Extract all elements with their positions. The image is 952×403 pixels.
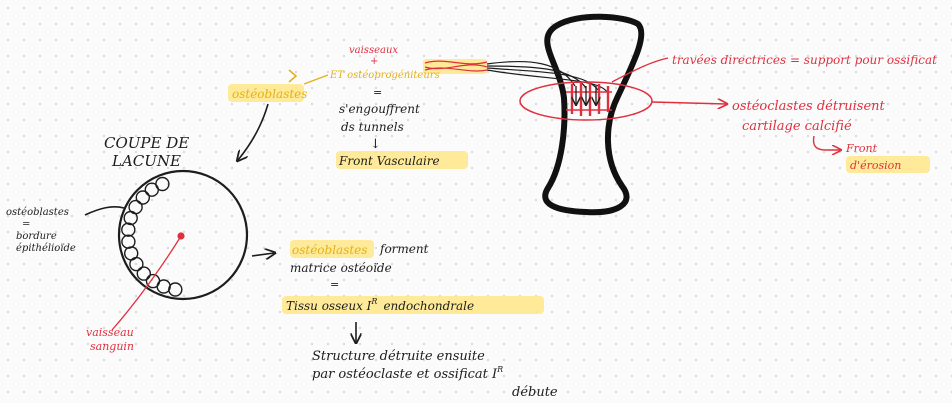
arrow-to-front-erosion xyxy=(814,136,841,150)
lacune-note-line3: bordure xyxy=(16,231,57,242)
osteoblast-cells xyxy=(122,178,182,297)
arrow-to-osteoclastes xyxy=(652,102,726,104)
structure-line1: Structure détruite ensuite xyxy=(312,349,485,364)
arrow-to-lacune xyxy=(238,104,268,160)
osteoblast-cell xyxy=(122,223,135,236)
engouffrent-text: s'engouffrent xyxy=(339,102,420,116)
osteoblast-cell xyxy=(169,283,182,296)
vessels-line3: ET ostéoprogéniteurs xyxy=(329,70,440,81)
forment-text: forment xyxy=(379,242,429,256)
front-erosion-line1: Front xyxy=(845,142,878,155)
osteoclastes-line2: cartilage calcifié xyxy=(742,119,852,134)
travees-text: travées directrices = support pour ossif… xyxy=(672,53,937,67)
tunnels-text: ds tunnels xyxy=(341,120,404,134)
osteoblast-cell xyxy=(122,235,135,248)
structure-line2: par ostéoclaste et ossificat IR xyxy=(312,365,503,382)
osteoblast-cell xyxy=(156,178,169,191)
lacune-note-line2: = xyxy=(22,219,30,230)
front-erosion-line2: d'érosion xyxy=(850,159,901,172)
osteoblast-cell xyxy=(147,275,160,288)
tissu-sup: R xyxy=(370,297,377,306)
pointer-travees xyxy=(612,58,668,82)
vessel-label-line1: vaisseau xyxy=(86,326,134,339)
lacune-note-pointer xyxy=(85,207,124,215)
vessel-label-line2: sanguin xyxy=(90,340,134,353)
osteoblast-cell xyxy=(136,191,149,204)
yellow-chevron xyxy=(289,70,296,82)
lacune-note-line1: ostéoblastes xyxy=(6,207,69,218)
down-arrow-top: ↓ xyxy=(370,137,381,152)
osteoclastes-line1: ostéoclastes détruisent xyxy=(732,99,886,114)
osteoblast-cell xyxy=(129,201,142,214)
equals-top: = xyxy=(373,86,382,99)
osteoblast-cell xyxy=(125,247,138,260)
osteoblastes-top: ostéoblastes xyxy=(232,87,307,101)
structure-line2-main: par ostéoclaste et ossificat I xyxy=(312,367,498,382)
bone-outline xyxy=(545,17,641,213)
vessels-line1: vaisseaux xyxy=(349,45,398,56)
structure-line2-sup: R xyxy=(496,365,503,374)
tunnel-arrows xyxy=(576,86,596,104)
equals-middle: = xyxy=(330,278,339,291)
front-vasculaire-text: Front Vasculaire xyxy=(338,154,440,168)
tissu-tail: endochondrale xyxy=(383,299,474,313)
tissu-main: Tissu osseux I xyxy=(286,299,372,313)
red-tunnels xyxy=(566,82,612,116)
yellow-arrow-line xyxy=(304,75,328,84)
lacune-title-line1: COUPE DE xyxy=(104,134,189,152)
lacune-title-line2: LACUNE xyxy=(111,152,181,170)
matrice-text: matrice ostéoïde xyxy=(290,261,392,275)
osteoblastes-middle: ostéoblastes xyxy=(292,243,367,257)
vessels-line2: + xyxy=(370,56,378,67)
structure-line3: débute xyxy=(512,385,558,400)
arrow-lacune-to-text xyxy=(252,253,274,256)
osteoblast-cell xyxy=(137,267,150,280)
lacune-note-line4: épithélioïde xyxy=(16,243,76,254)
